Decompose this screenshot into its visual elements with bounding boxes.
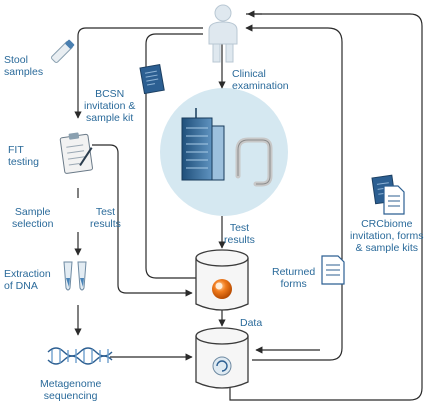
- dna-helix-icon: [47, 347, 113, 365]
- crcbiome-documents-icon: [371, 174, 405, 215]
- arrow-test-results-to-db1: [92, 144, 193, 297]
- spiral-logo-icon: [212, 356, 232, 376]
- returned-forms-document-icon: [321, 255, 345, 285]
- label-test-results-left: Test results: [90, 206, 121, 230]
- sample-tube-icon: [51, 39, 75, 63]
- database-2: [195, 327, 249, 389]
- flow-arrows: [74, 10, 423, 401]
- label-crcbiome-kit: CRCbiome invitation, forms & sample kits: [350, 218, 424, 254]
- label-fit-testing: FIT testing: [8, 144, 39, 168]
- arrow-crcbiome-loop: [229, 13, 423, 401]
- label-clinical-examination: Clinical examination: [232, 68, 289, 92]
- patient-person-icon: [208, 4, 238, 63]
- hospital-building-icon: [181, 108, 225, 181]
- dna-extraction-tubes-icon: [63, 261, 87, 291]
- label-metagenome-sequencing: Metagenome sequencing: [40, 378, 102, 402]
- bcsn-document-icon: [139, 63, 165, 95]
- colon-icon: [235, 137, 273, 187]
- label-extraction-of-dna: Extraction of DNA: [4, 268, 51, 292]
- fit-clipboard-icon: [59, 132, 93, 174]
- arrow-loop-db1-to-person: [145, 33, 203, 279]
- orange-logo-icon: [212, 279, 232, 299]
- label-returned-forms: Returned forms: [272, 266, 316, 290]
- label-test-results-center: Test results: [224, 222, 255, 246]
- label-sample-selection: Sample selection: [12, 206, 54, 230]
- label-stool-samples: Stool samples: [4, 54, 44, 78]
- database-1: [195, 249, 249, 311]
- label-bcsn-kit: BCSN invitation & sample kit: [84, 88, 136, 124]
- arrow-db2-to-person-loop: [245, 24, 343, 361]
- label-data: Data: [240, 317, 263, 329]
- arrow-person-to-fit: [74, 27, 203, 119]
